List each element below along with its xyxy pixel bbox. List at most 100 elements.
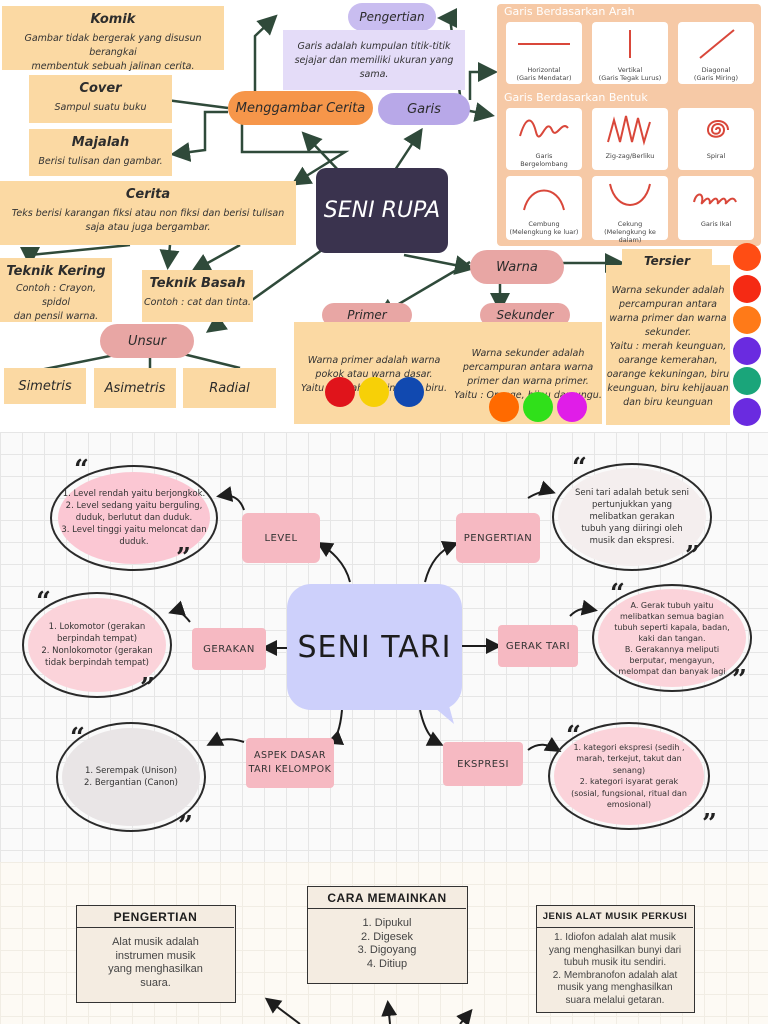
jenis-perkusi-card: JENIS ALAT MUSIK PERKUSI 1. Idiofon adal… [536,905,695,1013]
garis-arah-title: Garis Berdasarkan Arah [504,5,635,18]
ekspresi-open-quote-icon: “ [566,721,581,751]
unsur-radial: Radial [183,368,276,408]
pengertian-musik-body: Alat musik adalah instrumen musik yang m… [108,936,203,989]
pengertian-open-quote-icon: “ [572,453,587,483]
pengertian-pill: Pengertian [348,3,436,31]
komik-card: Komik Gambar tidak bergerak yang disusun… [2,6,224,72]
ekspresi-body: 1. kategori ekspresi (sedih , marah, ter… [554,727,704,825]
zigzag-line-icon [607,115,651,146]
ekspresi-box: EKSPRESI [443,742,523,786]
ekspresi-ring [548,722,710,830]
pengertian-ring [552,463,712,571]
teknik-basah-title: Teknik Basah [149,276,246,291]
sekunder-swatch-purple [557,392,587,422]
level-close-quote-icon: ” [176,543,191,573]
primer-card: Warna primer adalah warna pokok atau war… [294,322,454,424]
gerakan-body: 1. Lokomotor (gerakan berpindah tempat) … [28,598,166,692]
cara-memainkan-body: 1. Dipukul 2. Digesek 3. Digoyang 4. Dit… [357,917,417,970]
garis-ikal-cell: Garis Ikal [678,176,754,240]
gerak-tari-open-quote-icon: “ [610,579,625,609]
pengertian-garis-body: Garis adalah kumpulan titik-titik sejaja… [283,30,465,90]
gerakan-open-quote-icon: “ [36,587,51,617]
garis-bergelombang-caption: Garis Bergelombang [520,152,568,168]
seni-tari-title: SENI TARI [287,584,462,710]
alat-musik-connectors [264,997,473,1024]
unsur-asimetris: Asimetris [94,368,176,408]
concave-line-icon [609,183,651,206]
menggambar-cerita-pill: Menggambar Cerita [228,91,373,125]
aspek-dasar-ring [56,722,206,832]
teknik-kering-title: Teknik Kering [6,264,106,279]
cover-body: Sampul suatu buku [54,102,147,113]
level-open-quote-icon: “ [74,455,89,485]
komik-title: Komik [90,12,136,27]
garis-spiral-cell: Spiral [678,108,754,170]
tersier-swatch-2 [733,275,761,303]
cerita-card: Cerita Teks berisi karangan fiksi atau n… [0,181,296,245]
gerak-tari-body: A. Gerak tubuh yaitu melibatkan semua ba… [598,589,746,687]
komik-body: Gambar tidak bergerak yang disusun beran… [24,33,202,72]
teknik-kering-body: Contoh : Crayon, spidol dan pensil warna… [13,283,99,322]
garis-pill: Garis [378,93,470,125]
tersier-swatch-1 [733,243,761,271]
cover-card: Cover Sampul suatu buku [29,75,172,123]
pengertian-box: PENGERTIAN [456,513,540,563]
aspek-open-quote-icon: “ [70,723,85,753]
alat-musik-section: PENGERTIAN Alat musik adalah instrumen m… [0,862,768,1024]
garis-zigzag-caption: Zig-zag/Berliku [605,152,655,160]
primer-swatch-red [325,377,355,407]
majalah-body: Berisi tulisan dan gambar. [38,156,163,167]
seni-tari-section: SENI TARI LEVEL 1. Level rendah yaitu be… [0,432,768,862]
gerakan-close-quote-icon: ” [140,673,155,703]
level-box: LEVEL [242,513,320,563]
unsur-simetris: Simetris [4,368,86,404]
teknik-basah-body: Contoh : cat dan tinta. [144,297,251,308]
gerak-tari-box: GERAK TARI [498,625,578,667]
unsur-pill: Unsur [100,324,194,358]
convex-line-icon [523,189,565,211]
aspek-dasar-body: 1. Serempak (Unison) 2. Bergantian (Cano… [62,728,200,826]
wave-line-icon [519,119,569,138]
tersier-swatch-4 [733,337,761,365]
teknik-kering-card: Teknik Kering Contoh : Crayon, spidol da… [0,258,112,322]
majalah-card: Majalah Berisi tulisan dan gambar. [29,129,172,176]
garis-panel: Garis Berdasarkan Arah Garis Berdasarkan… [497,4,761,246]
jenis-perkusi-title: JENIS ALAT MUSIK PERKUSI [537,906,693,928]
garis-ikal-caption: Garis Ikal [700,220,732,228]
diagonal-line-icon [699,29,735,59]
cerita-body: Teks berisi karangan fiksi atau non fiks… [11,208,285,233]
level-ring [50,465,218,571]
level-body: 1. Level rendah yaitu berjongkok. 2. Lev… [58,472,210,564]
teknik-basah-card: Teknik Basah Contoh : cat dan tinta. [142,270,253,322]
cerita-title: Cerita [125,187,171,202]
spiral-line-icon [706,120,729,138]
aspek-dasar-box: ASPEK DASAR TARI KELOMPOK [246,738,334,788]
garis-spiral-caption: Spiral [706,152,726,160]
cara-memainkan-card: CARA MEMAINKAN 1. Dipukul 2. Digesek 3. … [307,886,468,984]
sekunder-swatch-green [523,392,553,422]
garis-horizontal-caption: Horizontal (Garis Mendatar) [516,66,572,82]
cara-memainkan-title: CARA MEMAINKAN [308,887,466,909]
cover-title: Cover [79,81,122,96]
garis-vertikal-cell: Vertikal (Garis Tegak Lurus) [592,22,668,84]
garis-bentuk-title: Garis Berdasarkan Bentuk [504,91,648,104]
horizontal-line-icon [518,43,570,45]
garis-bergelombang-cell: Garis Bergelombang [506,108,582,170]
sekunder-swatch-orange [489,392,519,422]
primer-swatch-yellow [359,377,389,407]
gerak-tari-ring [592,584,752,692]
majalah-title: Majalah [71,135,130,150]
garis-horizontal-cell: Horizontal (Garis Mendatar) [506,22,582,84]
primer-swatch-blue [394,377,424,407]
garis-cembung-caption: Cembung (Melengkung ke luar) [509,220,579,236]
tersier-swatch-3 [733,306,761,334]
curl-line-icon [693,193,737,205]
vertical-line-icon [629,30,631,58]
jenis-perkusi-body: 1. Idiofon adalah alat musik yang mengha… [548,932,682,1006]
aspek-close-quote-icon: ” [178,811,193,841]
pengertian-body: Seni tari adalah betuk seni pertunjukkan… [558,468,706,566]
garis-zigzag-cell: Zig-zag/Berliku [592,108,668,170]
tersier-swatch-5 [733,367,761,395]
seni-rupa-title: SENI RUPA [316,168,448,253]
garis-diagonal-cell: Diagonal (Garis Miring) [678,22,754,84]
